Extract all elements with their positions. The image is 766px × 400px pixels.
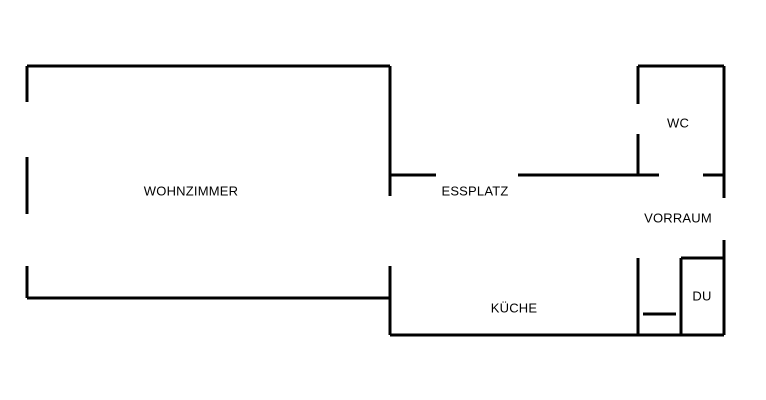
- room-label-vorraum: VORRAUM: [644, 210, 712, 226]
- wohnzimmer-walls: [25, 64, 392, 335]
- room-label-du: DU: [692, 288, 712, 304]
- room-label-wc: WC: [666, 115, 690, 131]
- bathroom-walls: [636, 256, 724, 335]
- room-label-kueche: KÜCHE: [490, 300, 538, 316]
- wc-walls: [636, 64, 726, 177]
- room-label-essplatz: ESSPLATZ: [441, 183, 509, 199]
- room-label-wohnzimmer: WOHNZIMMER: [143, 183, 239, 199]
